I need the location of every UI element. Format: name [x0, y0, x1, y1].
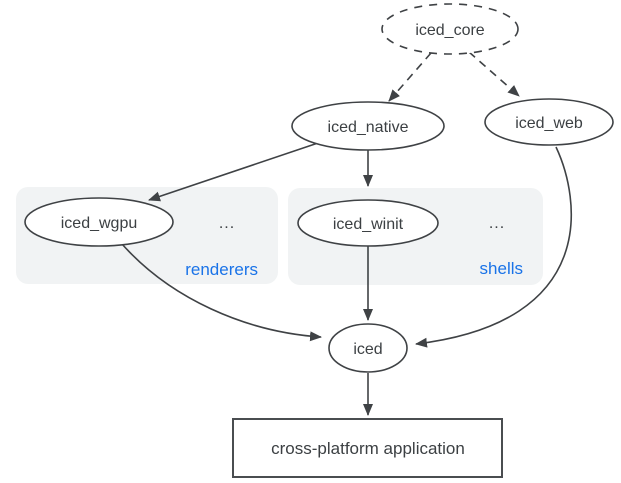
node-iced-wgpu-label: iced_wgpu — [61, 215, 138, 232]
group-renderers-ellipsis: ... — [219, 215, 235, 232]
node-iced-winit-label: iced_winit — [333, 216, 404, 233]
node-iced-web-label: iced_web — [515, 115, 583, 132]
node-iced-shape — [328, 323, 408, 373]
group-shells-label: shells — [480, 259, 523, 278]
node-cross-platform-application-shape — [232, 418, 503, 478]
node-cross-platform-application: cross-platform application — [232, 418, 503, 478]
group-renderers-label: renderers — [185, 260, 258, 279]
node-cross-platform-application-label: cross-platform application — [271, 439, 465, 458]
node-iced-core-shape — [381, 3, 519, 55]
edge-iced_native-iced_wgpu — [148, 142, 319, 202]
node-iced-wgpu-shape — [24, 197, 174, 247]
node-iced-label: iced — [353, 341, 382, 358]
group-shells-ellipsis: ... — [489, 215, 505, 232]
node-iced-web-shape — [484, 98, 614, 146]
node-iced-native-shape — [291, 101, 445, 151]
node-iced-native: iced_native — [291, 101, 445, 151]
node-iced: iced — [328, 323, 408, 373]
edges — [121, 51, 572, 416]
edge-iced_core-iced_native — [388, 52, 432, 102]
node-iced-winit-shape — [297, 199, 439, 247]
edge-iced_wgpu-iced — [121, 243, 322, 342]
node-iced-core: iced_core — [381, 3, 519, 55]
node-iced-wgpu: iced_wgpu — [24, 197, 174, 247]
node-iced-web: iced_web — [484, 98, 614, 146]
node-iced-native-label: iced_native — [328, 119, 409, 136]
node-iced-winit: iced_winit — [297, 199, 439, 247]
edge-iced_web-iced — [415, 146, 572, 348]
node-iced-core-label: iced_core — [415, 22, 484, 39]
edge-iced_core-iced_web — [468, 51, 520, 97]
